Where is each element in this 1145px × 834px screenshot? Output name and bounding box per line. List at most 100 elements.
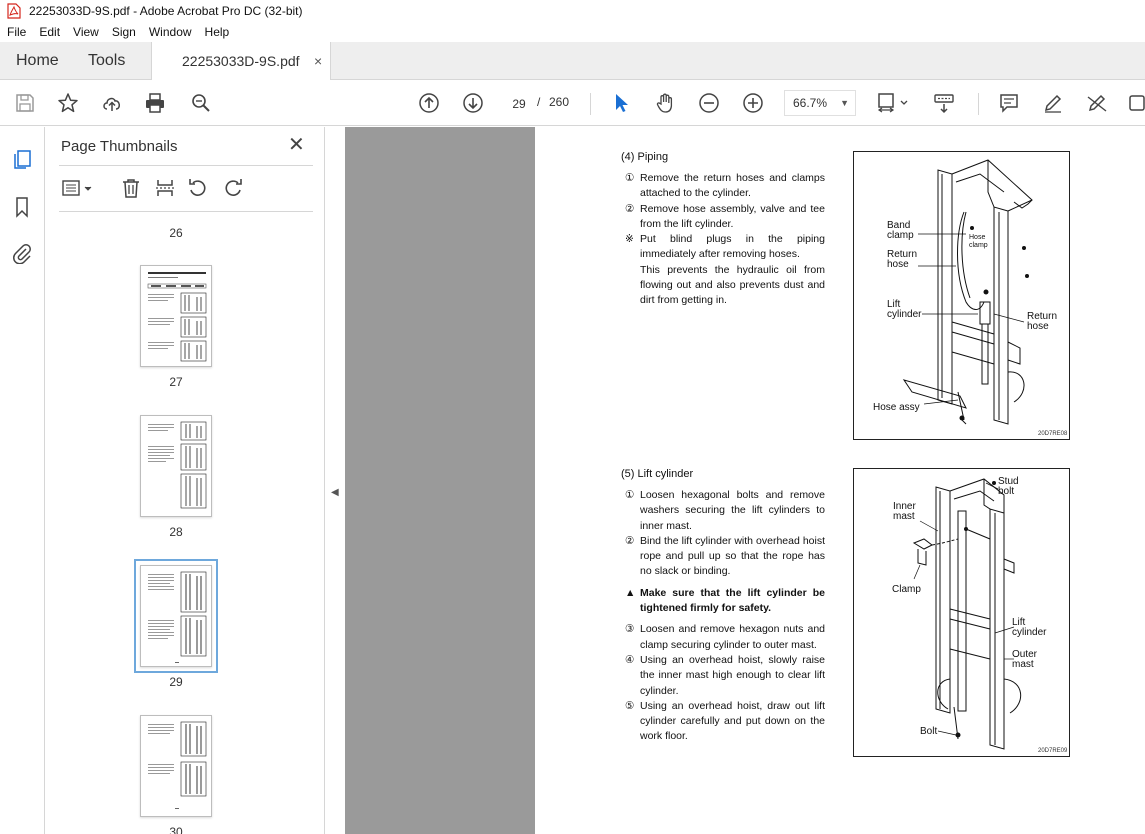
insert-page-button[interactable] [154, 177, 176, 199]
window-title: 22253033D-9S.pdf - Adobe Acrobat Pro DC … [29, 4, 303, 18]
section-title-piping: (4) Piping [621, 151, 669, 163]
label-bolt: Bolt [920, 726, 938, 737]
rotate-clockwise-button[interactable] [222, 177, 244, 199]
next-page-button[interactable] [461, 91, 485, 115]
panel-collapse-strip: ◀ [325, 127, 345, 834]
toolbar-divider [978, 93, 979, 115]
label-band-clamp: Band clamp [887, 220, 914, 241]
comment-icon [1000, 94, 1018, 113]
zoom-out-button[interactable] [697, 91, 721, 115]
menu-sign[interactable]: Sign [111, 25, 136, 39]
label-lift-cylinder: Lift cylinder [1012, 617, 1047, 638]
draw-button[interactable] [1085, 91, 1109, 115]
thumbnail-list[interactable]: 26 27 [59, 219, 313, 834]
options-menu-icon [62, 180, 92, 196]
previous-page-button[interactable] [417, 91, 441, 115]
comment-button[interactable] [997, 91, 1021, 115]
arrow-down-circle-icon [463, 93, 483, 113]
hand-icon [656, 93, 673, 113]
mast-lift-cylinder-drawing [912, 478, 1021, 750]
figure-code: 20D7RE08 [1038, 431, 1068, 437]
select-tool-button[interactable] [609, 91, 633, 115]
label-return-hose: Return hose [887, 249, 918, 270]
label-inner-mast: Inner mast [893, 501, 916, 522]
scroll-mode-button[interactable] [932, 91, 956, 115]
more-tools-button[interactable] [1125, 91, 1145, 115]
panel-title: Page Thumbnails [61, 138, 178, 155]
save-button[interactable] [13, 91, 37, 115]
figure-lift-cylinder: Stud bolt Inner mast Clamp Lift cylinder… [853, 468, 1070, 757]
thumbnail-page-29[interactable] [134, 559, 218, 673]
tab-tools[interactable]: Tools [88, 52, 126, 69]
figure-code: 20D7RE09 [1038, 748, 1068, 754]
thumbnail-toolbar [45, 165, 325, 211]
menu-file[interactable]: File [7, 25, 27, 39]
print-button[interactable] [143, 91, 167, 115]
menu-help[interactable]: Help [204, 25, 230, 39]
thumbnail-options-button[interactable] [61, 177, 95, 199]
thumbnail-page-28[interactable] [140, 415, 212, 517]
attachments-button[interactable] [10, 241, 34, 265]
chevron-down-icon: ▼ [840, 98, 849, 108]
page-thumbnails-button[interactable] [10, 147, 34, 171]
page-number-input[interactable]: 29 [505, 90, 533, 116]
thumbnail-page-30[interactable] [140, 715, 212, 817]
trash-icon [123, 179, 139, 198]
save-icon [16, 94, 34, 112]
close-icon[interactable]: ✕ [288, 134, 305, 156]
thumbnail-page-27[interactable] [140, 265, 212, 367]
page-thumbnails-icon [14, 150, 31, 169]
menu-edit[interactable]: Edit [39, 25, 61, 39]
rotate-counterclockwise-button[interactable] [187, 177, 209, 199]
highlight-button[interactable] [1041, 91, 1065, 115]
list-item: This prevents the hydraulic oil from flo… [640, 263, 825, 307]
hand-tool-button[interactable] [653, 91, 677, 115]
panel-divider [59, 211, 313, 212]
title-bar: 22253033D-9S.pdf - Adobe Acrobat Pro DC … [0, 0, 1145, 22]
bookmark-star-button[interactable] [56, 91, 80, 115]
pen-icon [1044, 94, 1062, 113]
tab-document[interactable]: 22253033D-9S.pdf × [151, 42, 331, 81]
label-stud-bolt: Stud bolt [998, 476, 1019, 497]
tab-document-label: 22253033D-9S.pdf [182, 53, 300, 69]
close-icon[interactable]: × [314, 53, 323, 69]
figure-piping: Band clamp Hose clamp Return hose Lift c… [853, 151, 1070, 440]
mast-piping-drawing [902, 159, 1033, 425]
tab-home[interactable]: Home [16, 52, 59, 69]
menu-window[interactable]: Window [148, 25, 192, 39]
cursor-arrow-icon [616, 94, 628, 112]
thumbnail-label: 28 [169, 525, 183, 539]
find-button[interactable] [189, 91, 213, 115]
warning-icon: ▲ [625, 586, 636, 599]
label-hose-clamp: Hose clamp [969, 234, 988, 249]
thumbnail-label: 29 [169, 675, 183, 689]
bookmarks-button[interactable] [10, 195, 34, 219]
insert-pages-icon [156, 180, 174, 196]
warning-note: ▲Make sure that the lift cylinder be tig… [625, 586, 825, 617]
menu-bar: File Edit View Sign Window Help [0, 22, 1145, 42]
share-upload-button[interactable] [100, 91, 124, 115]
collapse-panel-icon[interactable]: ◀ [331, 487, 339, 498]
delete-page-button[interactable] [120, 177, 142, 199]
thumbnail-label: 27 [169, 375, 183, 389]
page-preview [148, 721, 207, 809]
paperclip-icon [13, 244, 31, 264]
menu-view[interactable]: View [73, 25, 99, 39]
plus-circle-icon [743, 93, 763, 113]
page-total: 260 [549, 95, 570, 109]
label-lift-cylinder: Lift cylinder [887, 299, 922, 320]
label-hose-assy: Hose assy [873, 402, 920, 413]
zoom-in-button[interactable] [741, 91, 765, 115]
page-fit-button[interactable] [876, 91, 912, 115]
zoom-level-select[interactable]: 66.7% ▼ [784, 90, 856, 116]
navigation-rail [0, 127, 45, 834]
list-item: ※Put blind plugs in the piping immediate… [625, 233, 825, 261]
